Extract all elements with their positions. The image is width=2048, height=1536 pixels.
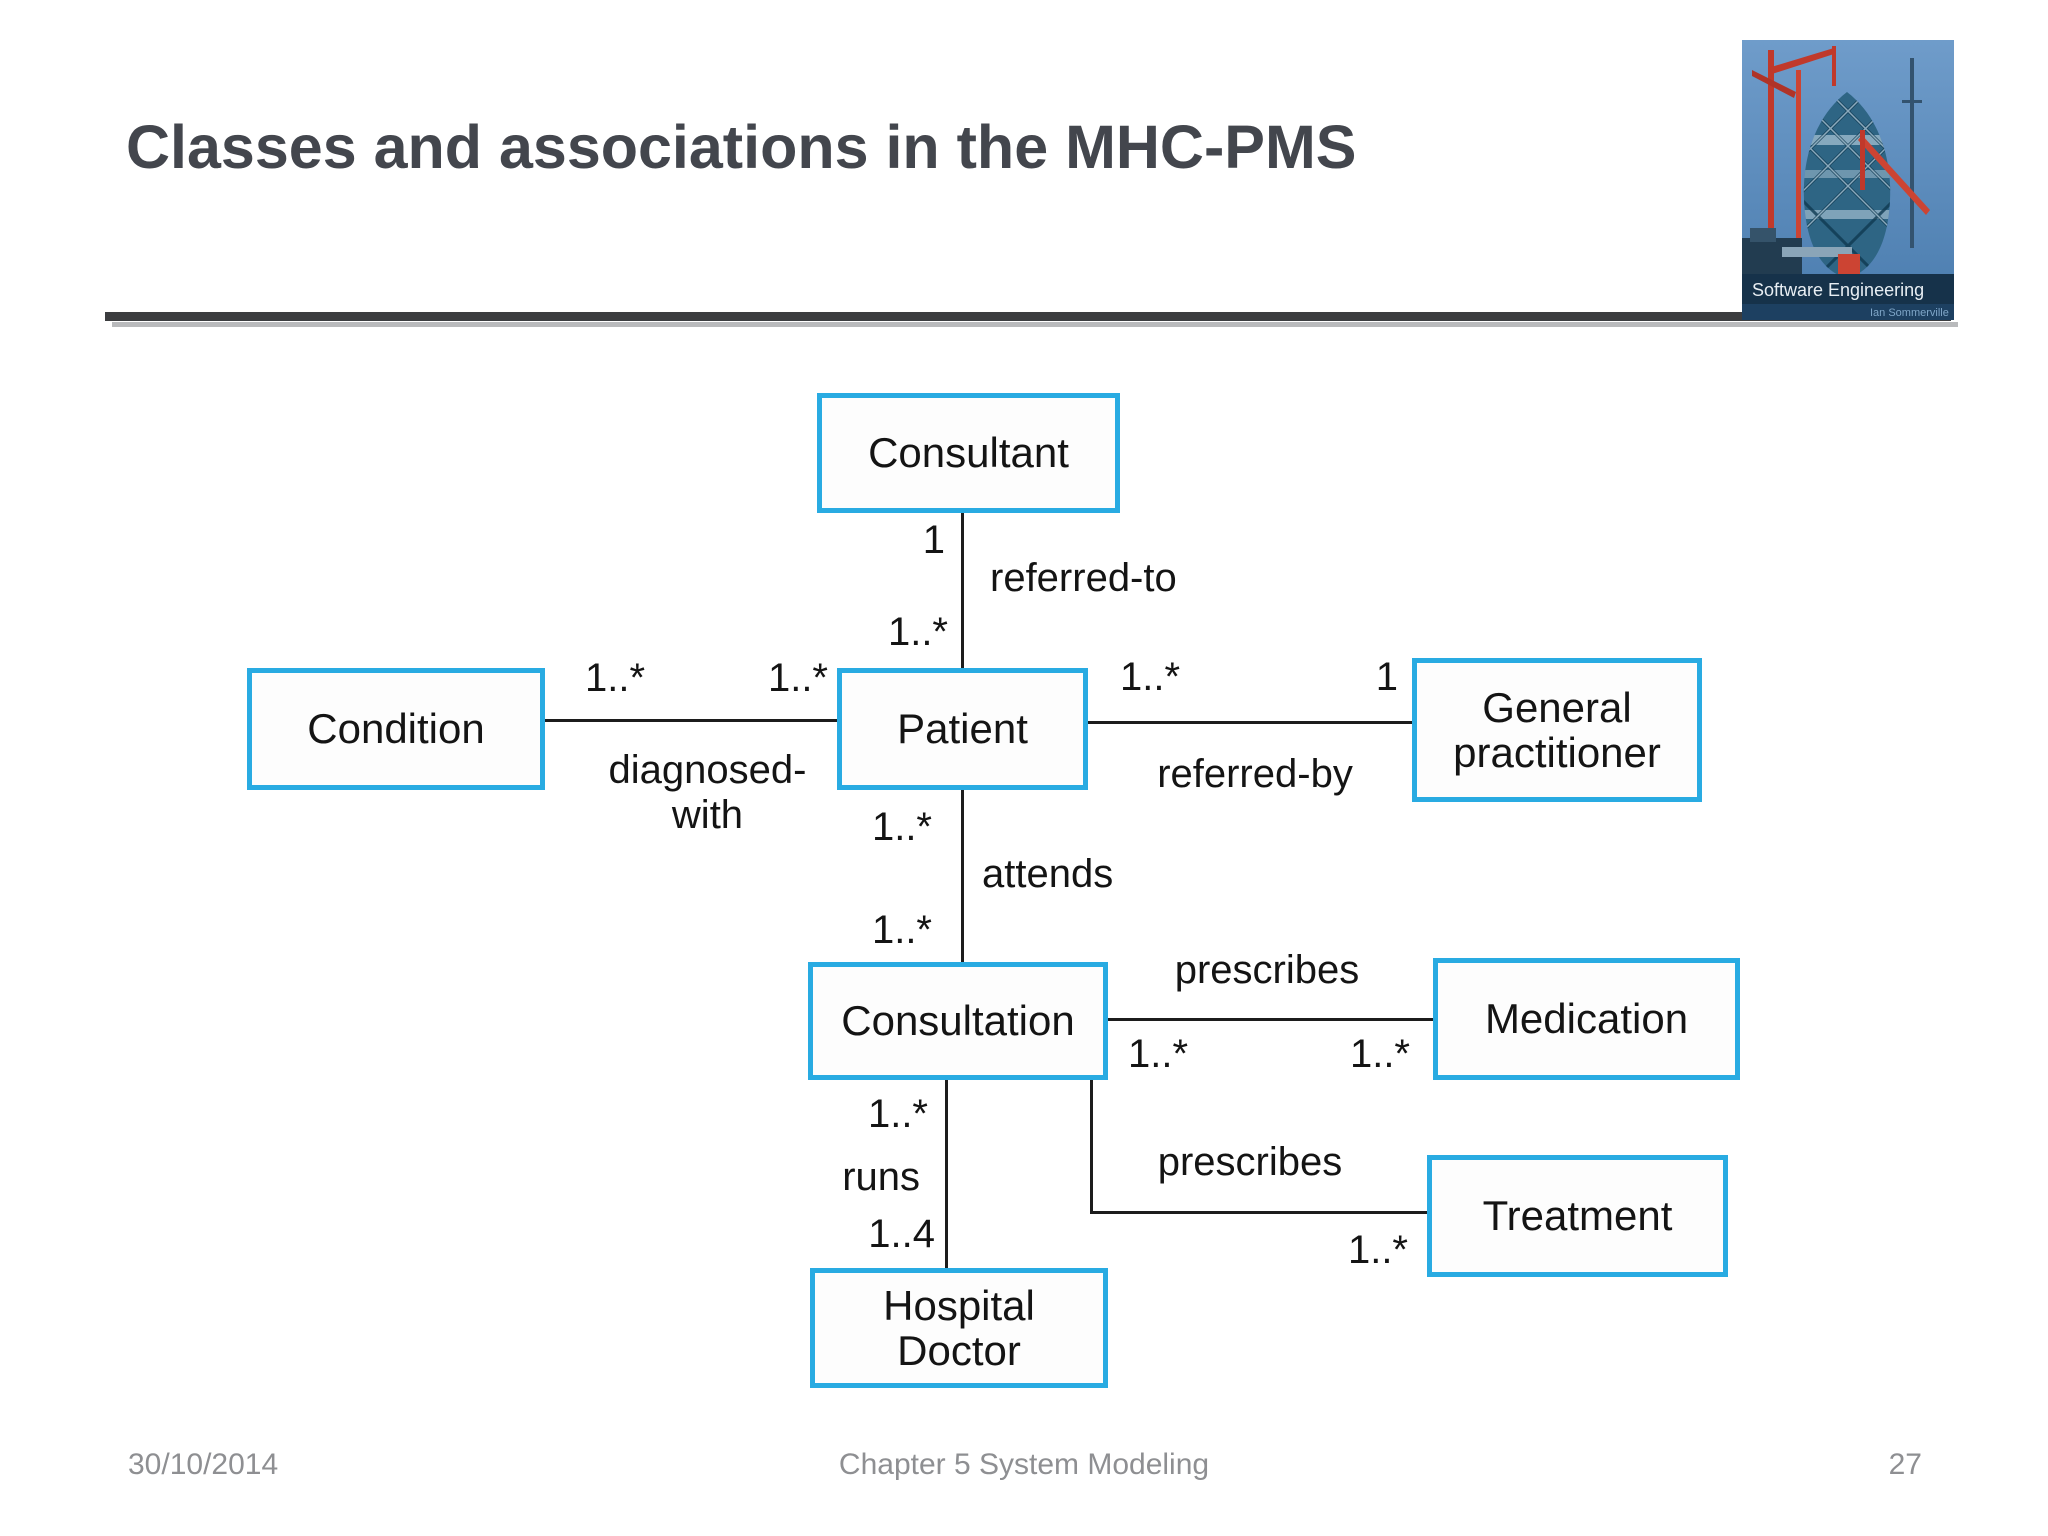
- multiplicity-medication-end: 1..*: [1349, 1032, 1410, 1076]
- class-box-treatment: Treatment: [1427, 1155, 1728, 1277]
- association-label-prescribes-medication: prescribes: [1174, 948, 1360, 992]
- logo-book-title: Software Engineering: [1752, 280, 1924, 300]
- page-title: Classes and associations in the MHC-PMS: [126, 113, 1357, 181]
- multiplicity-condition-end: 1..*: [585, 656, 646, 700]
- multiplicity-treatment-end: 1..*: [1347, 1228, 1408, 1272]
- class-label: Patient: [897, 705, 1028, 753]
- multiplicity-patient-end-referred-to: 1..*: [887, 610, 948, 654]
- footer-page-number: 27: [1888, 1448, 1922, 1481]
- multiplicity-patient-end-attends: 1..*: [871, 805, 932, 849]
- book-cover-image: Software Engineering Ian Sommerville: [1742, 40, 1954, 320]
- footer-chapter: Chapter 5 System Modeling: [838, 1448, 1210, 1481]
- class-box-hospital-doctor: Hospital Doctor: [810, 1268, 1108, 1388]
- class-label: Treatment: [1482, 1192, 1673, 1240]
- class-label: Consultation: [841, 997, 1075, 1045]
- association-label-referred-to: referred-to: [990, 556, 1177, 600]
- multiplicity-consultation-end-runs: 1..*: [867, 1092, 928, 1136]
- multiplicity-hospital-doctor-end: 1..4: [868, 1212, 935, 1256]
- multiplicity-gp-end: 1: [1375, 655, 1398, 699]
- class-label: Consultant: [868, 429, 1069, 477]
- association-label-attends: attends: [982, 852, 1114, 896]
- class-box-patient: Patient: [837, 668, 1088, 790]
- class-box-consultant: Consultant: [817, 393, 1120, 513]
- class-box-consultation: Consultation: [808, 962, 1108, 1080]
- edge-consultation-treatment-vertical: [1090, 1080, 1093, 1214]
- multiplicity-patient-end-diagnosed: 1..*: [767, 656, 828, 700]
- footer-date: 30/10/2014: [128, 1448, 279, 1481]
- book-cover-logo: Software Engineering Ian Sommerville: [1742, 40, 1954, 320]
- class-label: General practitioner: [1453, 683, 1661, 776]
- edge-consultation-medication: [1108, 1018, 1433, 1021]
- association-label-referred-by: referred-by: [1157, 752, 1353, 796]
- multiplicity-consultation-end-prescribes-med: 1..*: [1128, 1032, 1189, 1076]
- title-rule-shadow: [112, 322, 1958, 327]
- edge-consultation-hospital-doctor: [945, 1080, 948, 1268]
- edge-patient-consultation: [961, 790, 964, 962]
- class-label: Medication: [1484, 995, 1689, 1043]
- edge-condition-patient: [545, 719, 837, 722]
- multiplicity-patient-end-referred-by: 1..*: [1120, 655, 1181, 699]
- class-box-condition: Condition: [247, 668, 545, 790]
- association-label-prescribes-treatment: prescribes: [1157, 1140, 1343, 1184]
- association-label-runs: runs: [842, 1155, 920, 1199]
- logo-book-author: Ian Sommerville: [1870, 307, 1949, 319]
- class-box-general-practitioner: General practitioner: [1412, 658, 1702, 802]
- edge-consultation-treatment-horizontal: [1090, 1211, 1427, 1214]
- class-label: Hospital Doctor: [883, 1281, 1035, 1374]
- multiplicity-consultation-end-attends: 1..*: [871, 908, 932, 952]
- multiplicity-consultant-end: 1: [922, 518, 945, 562]
- association-label-diagnosed-with: diagnosed- with: [608, 748, 807, 837]
- edge-consultant-patient: [961, 513, 964, 668]
- class-label: Condition: [307, 705, 485, 753]
- class-box-medication: Medication: [1433, 958, 1740, 1080]
- edge-patient-gp: [1088, 721, 1412, 724]
- title-rule: [105, 312, 1951, 321]
